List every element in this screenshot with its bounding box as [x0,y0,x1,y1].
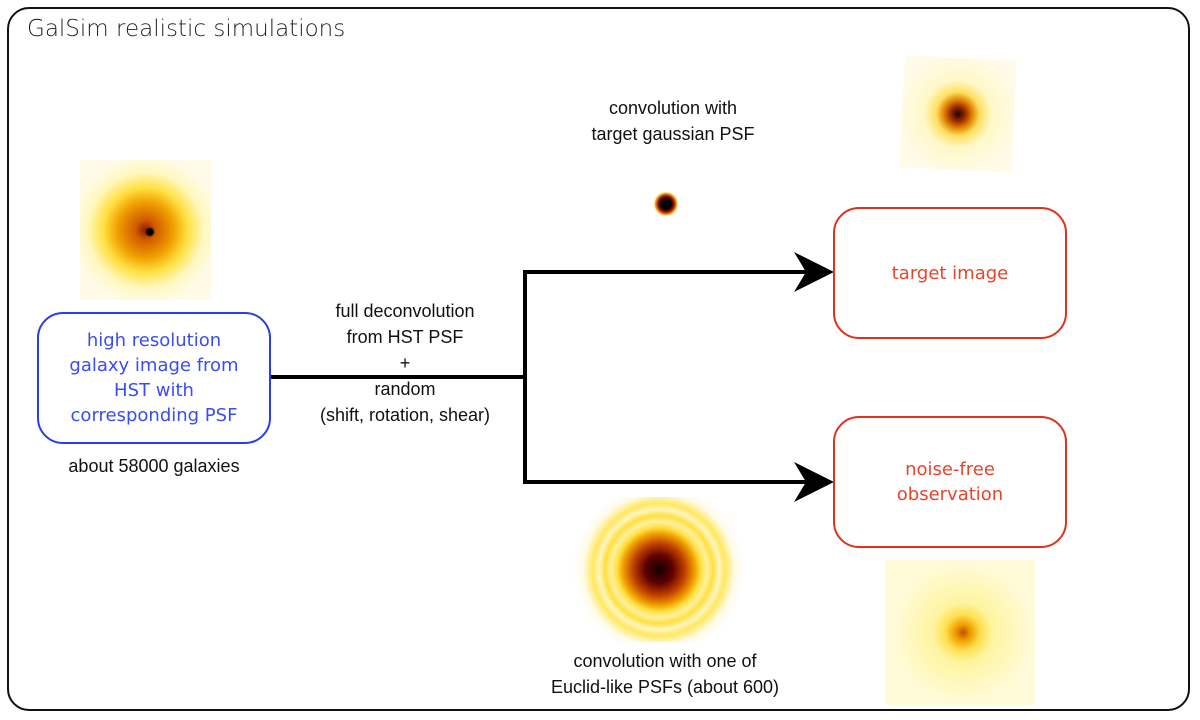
top-label: convolution with target gaussian PSF [553,95,793,147]
target-image-box: target image [833,207,1067,339]
gaussian-psf-image [654,192,678,216]
source-galaxy-box: high resolution galaxy image from HST wi… [37,312,271,444]
top-line: convolution with [608,98,738,118]
observation-galaxy-image [885,560,1035,705]
top-line: target gaussian PSF [591,124,755,144]
middle-line: from HST PSF [346,327,464,347]
source-line: corresponding PSF [70,405,238,426]
observation-line: noise-free [905,459,995,480]
target-galaxy-image [899,55,1017,173]
bottom-line: convolution with one of [573,651,757,671]
diagram-frame [7,7,1190,711]
bottom-line: Euclid-like PSFs (about 600) [550,677,780,697]
observation-box: noise-free observation [833,416,1067,548]
hst-galaxy-image [80,160,211,300]
middle-line: (shift, rotation, shear) [319,405,491,425]
source-line: HST with [114,380,194,401]
observation-line: observation [896,484,1004,505]
middle-line: random [374,379,436,399]
middle-line: + [399,353,411,373]
source-line: galaxy image from [69,355,239,376]
middle-line: full deconvolution [335,301,475,321]
diagram-title: GalSim realistic simulations [27,16,346,42]
target-label: target image [891,262,1009,284]
source-caption: about 58000 galaxies [68,456,240,476]
bottom-label: convolution with one of Euclid-like PSFs… [525,648,805,700]
euclid-psf-image [573,497,745,642]
middle-label: full deconvolution from HST PSF + random… [285,298,525,428]
source-line: high resolution [86,330,222,351]
